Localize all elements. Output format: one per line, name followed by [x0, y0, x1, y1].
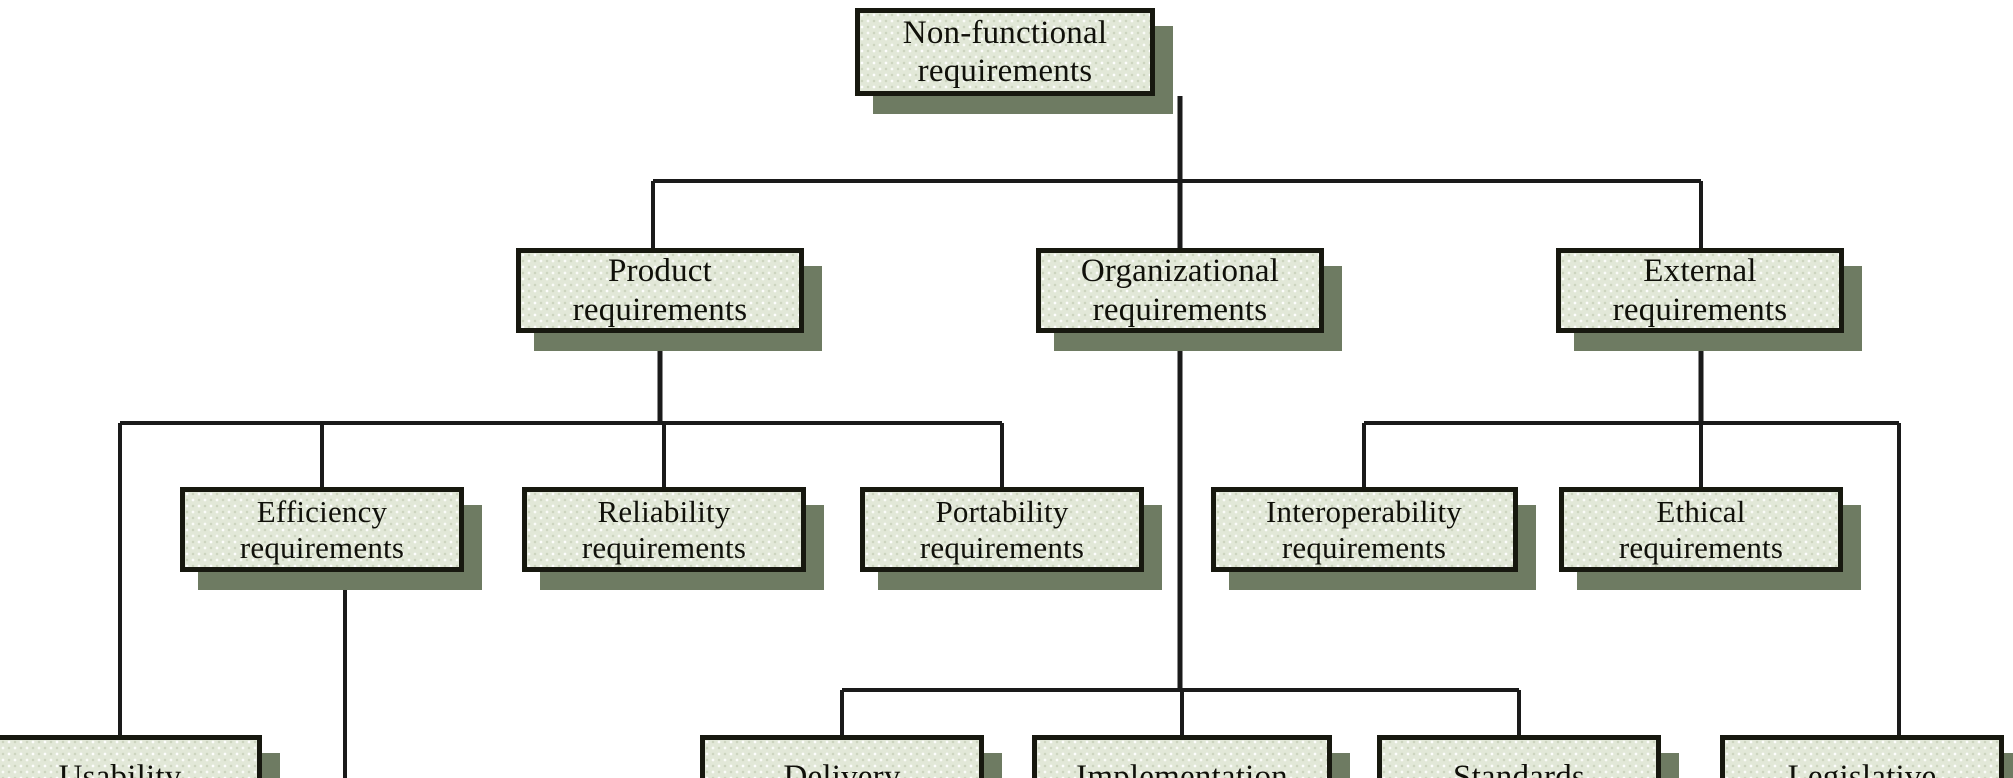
- node-product-requirements[interactable]: Product requirements: [516, 248, 804, 333]
- node-label-line: Product: [607, 253, 713, 290]
- node-label-line: Efficiency: [256, 493, 388, 529]
- node-interoperability-requirements[interactable]: Interoperability requirements: [1210, 487, 1518, 572]
- node-label-line: Usability: [58, 759, 182, 778]
- node-label-line: requirements: [572, 291, 748, 328]
- node-label-line: Ethical: [1656, 493, 1746, 529]
- node-label-line: Implementation: [1076, 759, 1288, 778]
- node-label-line: requirements: [1092, 291, 1268, 328]
- node-label-line: Delivery: [783, 759, 901, 778]
- node-label-line: Legislative: [1787, 759, 1937, 778]
- node-label-line: Portability: [935, 493, 1069, 529]
- node-label-line: requirements: [919, 529, 1085, 565]
- node-label-line: requirements: [239, 529, 405, 565]
- node-label-line: requirements: [917, 53, 1093, 89]
- node-delivery[interactable]: Delivery: [700, 735, 984, 778]
- node-label-line: Interoperability: [1265, 493, 1462, 529]
- node-label-line: External: [1643, 253, 1757, 290]
- node-implementation[interactable]: Implementation: [1032, 735, 1332, 778]
- node-ethical-requirements[interactable]: Ethical requirements: [1559, 487, 1843, 572]
- node-efficiency-requirements[interactable]: Efficiency requirements: [180, 487, 464, 572]
- node-standards[interactable]: Standards: [1377, 735, 1661, 778]
- node-label-line: Non-functional: [902, 14, 1108, 51]
- node-legislative[interactable]: Legislative: [1720, 735, 2004, 778]
- node-usability[interactable]: Usability: [0, 735, 262, 778]
- node-external-requirements[interactable]: External requirements: [1556, 248, 1844, 333]
- node-portability-requirements[interactable]: Portability requirements: [860, 487, 1144, 572]
- node-label-line: requirements: [581, 529, 747, 565]
- node-label-line: Standards: [1453, 759, 1585, 778]
- node-label-line: Organizational: [1080, 253, 1280, 290]
- node-label-line: Reliability: [597, 493, 731, 529]
- node-label-line: requirements: [1612, 291, 1788, 328]
- node-reliability-requirements[interactable]: Reliability requirements: [522, 487, 806, 572]
- node-label-line: requirements: [1281, 529, 1447, 565]
- node-organizational-requirements[interactable]: Organizational requirements: [1036, 248, 1324, 333]
- node-nonfunctional-requirements[interactable]: Non-functional requirements: [855, 8, 1155, 96]
- node-label-line: requirements: [1618, 529, 1784, 565]
